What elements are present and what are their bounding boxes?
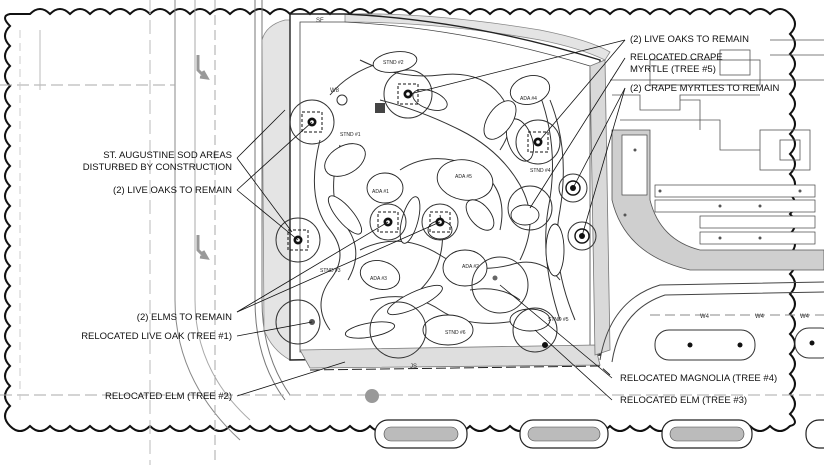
bottom-planters bbox=[365, 389, 824, 449]
label-ada-4: ADA #4 bbox=[520, 96, 537, 102]
sod-area-left bbox=[261, 19, 291, 361]
callout-relocated-elm-2: RELOCATED ELM (TREE #2) bbox=[105, 391, 232, 402]
label-w8: W8 bbox=[330, 88, 340, 94]
sod-area-bottom bbox=[299, 344, 601, 369]
sod-area-top bbox=[344, 13, 611, 61]
park-boundary bbox=[289, 13, 601, 361]
median-islands bbox=[654, 327, 824, 361]
callout-live-oaks-top: (2) LIVE OAKS TO REMAIN bbox=[630, 34, 749, 45]
label-ada-2: ADA #2 bbox=[462, 264, 479, 270]
callout-live-oaks-left: (2) LIVE OAKS TO REMAIN bbox=[113, 185, 232, 196]
lane-arrow-icon bbox=[196, 235, 210, 260]
callout-elms-remain: (2) ELMS TO REMAIN bbox=[137, 312, 232, 323]
label-sf: SF bbox=[316, 18, 324, 24]
paver-plaza bbox=[611, 129, 824, 271]
label-stnd-1: STND #1 bbox=[340, 132, 361, 138]
planting-beds bbox=[324, 51, 565, 346]
callout-relocated-magnolia: RELOCATED MAGNOLIA (TREE #4) bbox=[620, 373, 777, 384]
revision-cloud-border bbox=[4, 8, 796, 432]
label-ada-3: ADA #3 bbox=[370, 276, 387, 282]
label-js: JS bbox=[410, 364, 417, 370]
callout-crape-myrtles-remain: (2) CRAPE MYRTLES TO REMAIN bbox=[630, 83, 780, 94]
sod-area-right bbox=[589, 59, 611, 356]
label-w4-b: W4 bbox=[755, 314, 765, 320]
label-ada-1: ADA #1 bbox=[372, 189, 389, 195]
plaza-tree-dots bbox=[623, 148, 802, 240]
tree-canopies bbox=[275, 69, 597, 359]
lane-arrow-icon bbox=[196, 55, 210, 80]
label-stnd-5: STND #5 bbox=[548, 317, 569, 323]
label-stnd-2: STND #2 bbox=[383, 60, 404, 66]
label-stnd-4: STND #4 bbox=[530, 168, 551, 174]
adjacent-building bbox=[610, 39, 824, 171]
street-right bbox=[599, 281, 824, 363]
callout-leaders bbox=[236, 39, 626, 401]
callout-crape-line1: RELOCATED CRAPE bbox=[630, 52, 723, 63]
callout-relocated-elm-3: RELOCATED ELM (TREE #3) bbox=[620, 395, 747, 406]
callout-sod-line1: ST. AUGUSTINE SOD AREAS bbox=[103, 150, 232, 161]
tree-remain-symbols bbox=[287, 83, 590, 348]
callout-labels: (2) LIVE OAKS TO REMAIN RELOCATED CRAPE … bbox=[81, 34, 779, 406]
label-ada-5: ADA #5 bbox=[455, 174, 472, 180]
property-line bbox=[309, 365, 611, 376]
plaza-planters bbox=[621, 134, 816, 245]
label-w4-a: W4 bbox=[700, 314, 710, 320]
label-stnd-6: STND #6 bbox=[445, 330, 466, 336]
callout-crape-line2: MYRTLE (TREE #5) bbox=[630, 64, 716, 75]
label-w4-c: W4 bbox=[800, 314, 810, 320]
callout-sod-line2: DISTURBED BY CONSTRUCTION bbox=[83, 162, 232, 173]
callout-relocated-live-oak: RELOCATED LIVE OAK (TREE #1) bbox=[81, 331, 232, 342]
